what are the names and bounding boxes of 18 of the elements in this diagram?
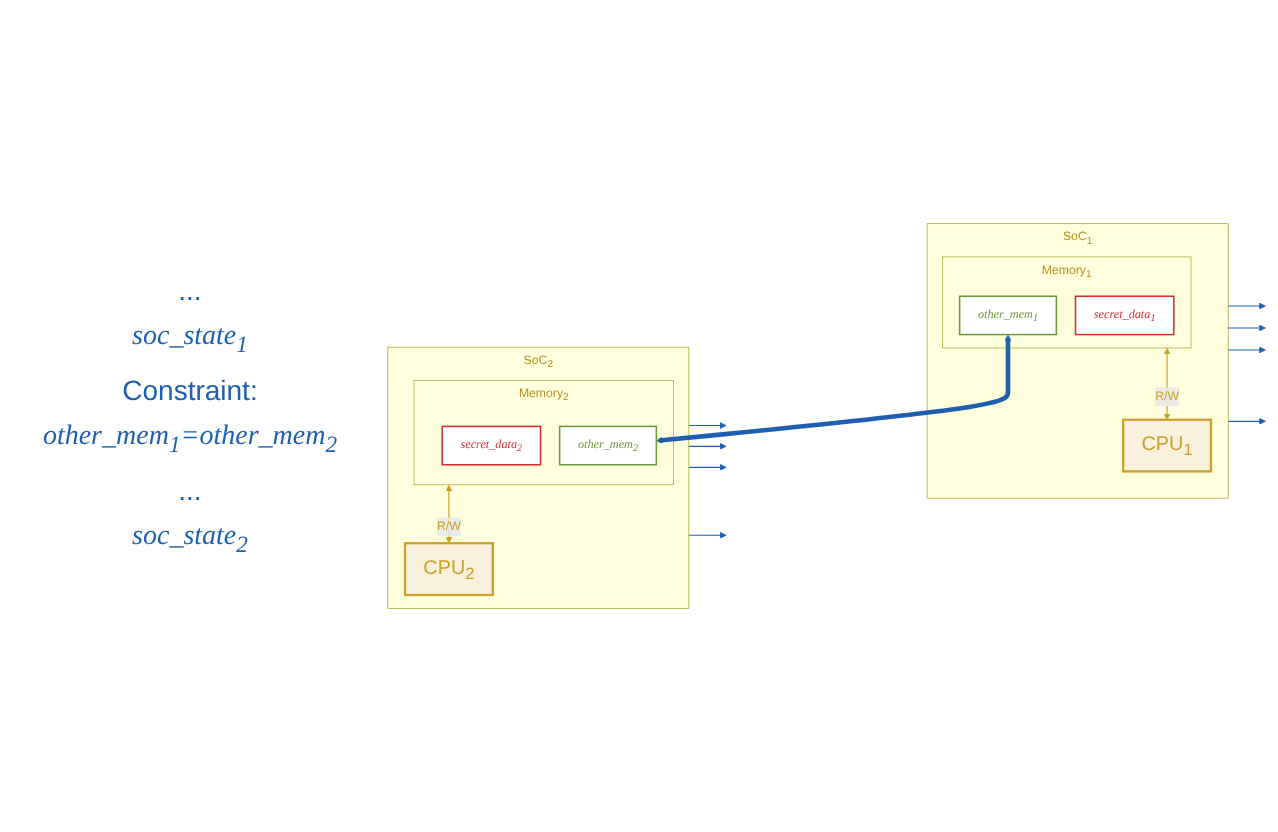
node-box: CPU$_{1}$	[1122, 418, 1213, 473]
arrow	[1227, 302, 1266, 310]
arrow	[1227, 324, 1266, 332]
ellipsis-label: ...	[178, 274, 202, 307]
arrow	[688, 531, 727, 539]
arrow	[656, 334, 1012, 444]
arrow	[1163, 347, 1171, 421]
output-label: soc_state$_{2}$	[132, 521, 248, 558]
arrow	[1227, 417, 1266, 425]
constraint-equation: other_mem$_{1}$=other_mem$_{2}$	[42, 422, 338, 458]
arrow	[688, 443, 727, 450]
output-label: soc_state$_{1}$	[132, 322, 248, 359]
arrow	[688, 422, 727, 429]
arrow	[1227, 346, 1266, 354]
constraint-label: Constraint:	[122, 374, 258, 407]
arrow	[688, 463, 727, 471]
node-box: CPU$_{2}$	[403, 542, 494, 597]
ellipsis-label: ...	[178, 473, 202, 506]
